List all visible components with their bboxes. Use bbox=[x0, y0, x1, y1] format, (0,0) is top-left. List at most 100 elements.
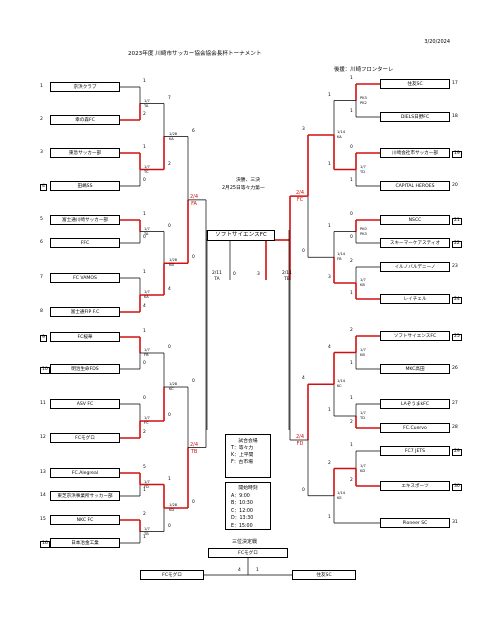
score: 0 bbox=[192, 500, 195, 505]
page-title: 2023年度 川崎市サッカー協会協会長杯トーナメント bbox=[128, 51, 262, 57]
team-number: 12 bbox=[40, 435, 46, 440]
score: 0 bbox=[168, 413, 171, 418]
score: 7 bbox=[168, 95, 171, 101]
match-info: 1/7 KB bbox=[360, 347, 366, 357]
team-number: 10 bbox=[40, 367, 50, 374]
score: 1 bbox=[328, 161, 331, 167]
time-line: C：12:00 bbox=[231, 508, 253, 514]
score: 1 bbox=[350, 76, 353, 81]
team-name-box: FCモグロ bbox=[50, 433, 120, 443]
third-place-winner: FCモグロ bbox=[208, 548, 288, 558]
score: 1 bbox=[143, 212, 146, 217]
score: 5 bbox=[143, 465, 146, 470]
team-number: 26 bbox=[452, 366, 458, 371]
time-line: D：13:30 bbox=[231, 516, 254, 521]
venue-line: F：古市場 bbox=[231, 460, 253, 465]
final-label-left: 2/11 TA bbox=[212, 271, 222, 282]
match-info: 2/4 TB bbox=[190, 441, 199, 455]
score: 4 bbox=[143, 304, 146, 309]
team-name-box: FC VAMOS bbox=[50, 273, 120, 283]
champion-box: ソフトサイエンスFC bbox=[207, 230, 275, 241]
match-info: 1/7 FC bbox=[144, 416, 150, 425]
team-name-box: NKC FC bbox=[50, 515, 120, 525]
score: 0 bbox=[192, 255, 195, 261]
team-number: 31 bbox=[452, 520, 458, 525]
team-name-box: 住友SC bbox=[380, 79, 450, 89]
score: 2 bbox=[328, 460, 331, 466]
score: 2 bbox=[143, 112, 146, 117]
team-name-box: エキスポーツ bbox=[380, 481, 450, 491]
team-number: 27 bbox=[452, 401, 458, 406]
score: 0 bbox=[302, 249, 305, 255]
team-name-box: 明治生命FDS bbox=[50, 364, 120, 374]
team-name-box: 東芝京浜事業所サッカー部 bbox=[50, 491, 120, 501]
time-line: B：10:30 bbox=[231, 501, 253, 506]
team-number: 19 bbox=[452, 151, 462, 158]
score: 1 bbox=[350, 396, 353, 401]
final-score-left: 0 bbox=[233, 272, 236, 277]
match-info: 1/28 KB bbox=[169, 258, 178, 268]
team-name-box: スキーマーケアスティオ bbox=[380, 238, 450, 248]
team-name-box: 富士通FIP F.C bbox=[50, 307, 120, 317]
match-info: 2/4 FD bbox=[296, 434, 305, 447]
team-number: 29 bbox=[452, 449, 462, 456]
team-name-box: 幸の森FC bbox=[50, 115, 120, 125]
match-info: 1/7 TA bbox=[144, 98, 150, 108]
third-place-right-score: 1 bbox=[256, 568, 259, 573]
score: 1 bbox=[350, 291, 353, 296]
score: 1 bbox=[350, 443, 353, 448]
team-number: 7 bbox=[40, 275, 43, 280]
match-info: 1/7 TD bbox=[360, 411, 366, 420]
team-number: 1 bbox=[40, 84, 43, 89]
score: 1 bbox=[328, 408, 331, 413]
score: 0 bbox=[143, 178, 146, 183]
score: 0 bbox=[350, 145, 353, 150]
team-number: 25 bbox=[452, 334, 462, 341]
score: 0 bbox=[168, 223, 171, 229]
time-box: 開始時刻 A：9:00 B：10:30 C：12:00 D：13:30 E：15… bbox=[225, 482, 271, 530]
score: 3 bbox=[302, 127, 305, 132]
match-info: 1/28 KD bbox=[169, 503, 178, 512]
score: 0 bbox=[350, 235, 353, 240]
time-title: 開始時刻 bbox=[238, 486, 258, 491]
score: 1 bbox=[168, 476, 171, 482]
score: 1 bbox=[350, 178, 353, 183]
match-info: PK0 PK3 bbox=[360, 226, 367, 236]
score: 2 bbox=[350, 259, 353, 264]
final-label-right: 2/11 TB bbox=[282, 271, 292, 282]
team-number: 3 bbox=[40, 150, 43, 155]
team-number: 21 bbox=[452, 218, 462, 225]
sponsor-label: 後援：川崎フロンターレ bbox=[334, 67, 394, 73]
score: 0 bbox=[168, 345, 171, 350]
score: 4 bbox=[302, 376, 305, 382]
time-line: E：15:00 bbox=[231, 523, 253, 529]
team-name-box: CAPITAL HEROES bbox=[380, 181, 450, 191]
venue-line: T：等々力 bbox=[231, 446, 254, 451]
match-info: 1/7 FB bbox=[144, 348, 150, 357]
match-info: 1/28 KA bbox=[169, 131, 178, 141]
match-info: 1/7 KB bbox=[360, 278, 366, 287]
team-name-box: FC.Alegreal bbox=[50, 468, 120, 478]
team-name-box: 川崎会社市サッカー部 bbox=[380, 148, 450, 158]
match-info: 1/14 KC bbox=[337, 379, 346, 389]
final-date-venue: 2月25日等々力第一 bbox=[222, 186, 265, 191]
team-name-box: FFC bbox=[50, 238, 120, 248]
team-number: 11 bbox=[40, 401, 46, 406]
third-place-left-team: FCモグロ bbox=[140, 570, 204, 580]
final-heading: 決勝、三決 bbox=[236, 178, 260, 183]
team-number: 28 bbox=[452, 425, 458, 430]
match-info: 1/7 KA bbox=[144, 290, 150, 299]
score: 2 bbox=[168, 161, 171, 167]
score: 4 bbox=[328, 344, 331, 350]
team-number: 9 bbox=[40, 335, 47, 342]
team-number: 5 bbox=[40, 217, 43, 222]
date-label: 3/20/2024 bbox=[424, 39, 450, 45]
team-name-box: MKC高田 bbox=[380, 364, 450, 374]
match-info: 1/7 TA bbox=[144, 226, 150, 236]
score: 2 bbox=[143, 430, 146, 435]
score: 2 bbox=[350, 420, 353, 425]
score: 4 bbox=[168, 287, 171, 292]
team-number: 14 bbox=[40, 493, 46, 498]
team-name-box: FC桜華 bbox=[50, 332, 120, 342]
final-score-right: 3 bbox=[257, 272, 260, 277]
